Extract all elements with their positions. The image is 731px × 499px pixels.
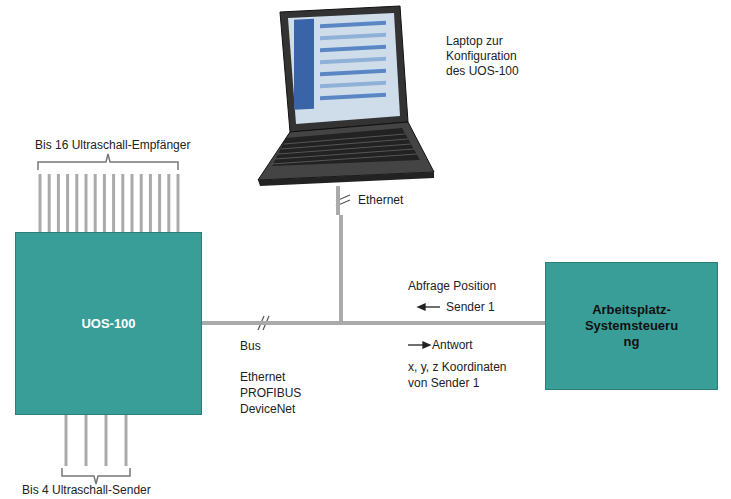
- bus-connector: [202, 215, 341, 323]
- receiver-brace: [38, 154, 178, 170]
- annotation-label: DeviceNet: [240, 402, 295, 416]
- annotation-label: Bus: [240, 339, 261, 353]
- bus-connector: [341, 215, 545, 323]
- annotation-label: Sender 1: [446, 300, 495, 314]
- sender-brace: [62, 468, 130, 484]
- annotation-label: Antwort: [432, 338, 473, 352]
- laptop-illustration: [250, 4, 436, 215]
- sender-lines: [66, 415, 126, 466]
- annotation-label: Ethernet: [240, 370, 285, 384]
- receiver-lines: [40, 174, 178, 232]
- annotation-label: PROFIBUS: [240, 386, 301, 400]
- annotation-label: x, y, z Koordinaten: [408, 360, 507, 374]
- annotation-label: von Sender 1: [408, 376, 479, 390]
- bus-hash: [258, 195, 350, 330]
- annotation-label: Abfrage Position: [408, 279, 496, 293]
- control-system-box: Arbeitsplatz-Systemsteuerung: [545, 262, 718, 390]
- laptop-caption: Laptop zur Konfiguration des UOS-100: [446, 34, 538, 79]
- annotation-label: Bis 4 Ultraschall-Sender: [22, 483, 151, 497]
- laptop-node: Laptop zur Konfiguration des UOS-100: [250, 4, 436, 215]
- annotation-label: Bis 16 Ultraschall-Empfänger: [35, 138, 190, 152]
- annotation-label: Ethernet: [358, 193, 403, 207]
- box-title: Arbeitsplatz-Systemsteuerung: [582, 302, 682, 350]
- box-title: UOS-100: [81, 316, 135, 332]
- controller-box: UOS-100: [15, 232, 202, 415]
